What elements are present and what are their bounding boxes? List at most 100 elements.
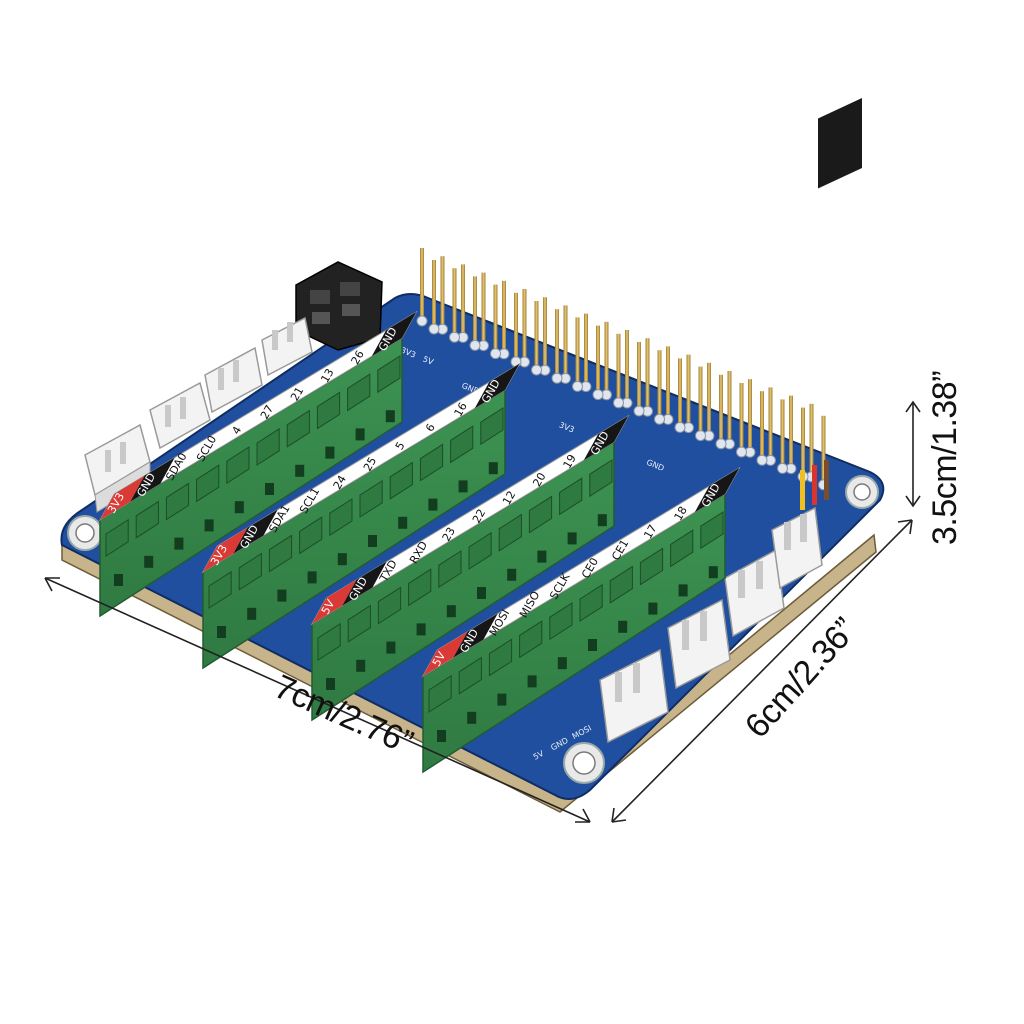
terminal-wire-hole bbox=[458, 480, 468, 493]
gpio-pin bbox=[625, 330, 629, 400]
power-label-cell bbox=[203, 527, 248, 572]
terminal-wire-hole bbox=[386, 641, 396, 654]
terminal-screw-slot bbox=[329, 498, 353, 537]
gpio-pin bbox=[719, 374, 723, 441]
mounting-hole bbox=[845, 475, 879, 509]
terminal-label: 5V bbox=[319, 597, 338, 616]
terminal-wire-hole bbox=[618, 620, 628, 633]
gpio-pin bbox=[760, 391, 764, 458]
gpio-pin bbox=[707, 362, 711, 433]
terminal-label: 16 bbox=[452, 400, 470, 419]
ground-label-cell bbox=[130, 457, 175, 502]
terminal-label: 24 bbox=[331, 473, 349, 492]
terminal-wire-hole bbox=[144, 555, 154, 568]
terminal-label: 25 bbox=[361, 455, 379, 474]
gpio-pin bbox=[780, 399, 785, 466]
terminal-screw-slot bbox=[438, 550, 462, 589]
gpio-pin bbox=[739, 383, 744, 449]
connector-left-1 bbox=[84, 423, 151, 513]
gpio-pin bbox=[575, 317, 580, 384]
terminal-screw-slot bbox=[579, 583, 603, 622]
terminal-screw-slot bbox=[165, 482, 190, 521]
gpio-pin bbox=[809, 403, 814, 474]
power-label-cell bbox=[100, 475, 145, 520]
servo-header bbox=[800, 98, 862, 510]
terminal-wire-hole bbox=[398, 516, 408, 529]
terminal-screw-slot bbox=[450, 425, 474, 464]
gpio-pin bbox=[821, 415, 826, 482]
terminal-screw-slot bbox=[317, 622, 341, 661]
gpio-pad bbox=[490, 348, 501, 360]
ground-label-cell bbox=[371, 312, 417, 357]
terminal-screw-slot bbox=[419, 443, 444, 482]
gpio-pin bbox=[543, 297, 547, 368]
terminal-wire-hole bbox=[217, 626, 226, 638]
terminal-label: 23 bbox=[440, 525, 458, 544]
gpio-pin bbox=[666, 346, 670, 417]
gpio-pad bbox=[654, 413, 665, 425]
gpio-pin bbox=[678, 358, 682, 425]
gpio-pin bbox=[473, 276, 477, 343]
terminal-label: 5V bbox=[430, 649, 449, 668]
gpio-pad bbox=[613, 397, 624, 409]
terminal-wire-hole bbox=[446, 605, 456, 618]
terminal-wire-hole bbox=[537, 550, 547, 563]
gpio-pin bbox=[727, 371, 732, 441]
terminal-screw-slot bbox=[549, 602, 573, 641]
gpio-pin bbox=[789, 395, 793, 466]
gpio-pad bbox=[674, 421, 686, 433]
gpio-pad bbox=[756, 454, 768, 466]
gpio-pin bbox=[534, 301, 539, 367]
terminal-screw-slot bbox=[238, 552, 262, 591]
gpio-pin bbox=[514, 292, 518, 359]
mounting-hole bbox=[563, 742, 605, 784]
terminal-wire-hole bbox=[295, 464, 305, 477]
gpio-pad bbox=[551, 372, 563, 384]
terminal-wire-hole bbox=[337, 553, 347, 566]
gpio-pad bbox=[695, 430, 706, 442]
gpio-pad bbox=[531, 364, 542, 376]
gpio-pin bbox=[502, 280, 506, 351]
terminal-screw-slot bbox=[408, 568, 432, 607]
terminal-wire-hole bbox=[588, 639, 597, 651]
gpio-pin bbox=[584, 313, 588, 384]
dimension-height-label: 3.5cm/1.38” bbox=[926, 371, 964, 545]
gpio-pin bbox=[432, 260, 436, 326]
terminal-screw-slot bbox=[458, 656, 482, 695]
terminal-label: 18 bbox=[672, 504, 690, 523]
terminal-screw-slot bbox=[377, 586, 402, 625]
connector-right-2 bbox=[667, 598, 731, 690]
terminal-screw-slot bbox=[468, 531, 492, 570]
terminal-screw-slot bbox=[528, 495, 553, 534]
terminal-wire-hole bbox=[488, 462, 498, 475]
gpio-pin bbox=[493, 284, 498, 351]
power-label-cell bbox=[423, 631, 468, 676]
gpio-pad bbox=[416, 315, 428, 327]
terminal-wire-hole bbox=[368, 535, 377, 547]
terminal-screw-slot bbox=[377, 355, 401, 394]
gpio-pin bbox=[420, 248, 424, 318]
terminal-wire-hole bbox=[497, 693, 507, 706]
terminal-wire-hole bbox=[114, 574, 123, 586]
terminal-screw-slot bbox=[208, 570, 232, 609]
terminal-wire-hole bbox=[708, 566, 718, 579]
terminal-label: 26 bbox=[349, 348, 367, 367]
terminal-label: 20 bbox=[530, 470, 548, 489]
ground-label-cell bbox=[453, 613, 498, 658]
gpio-pin bbox=[645, 338, 650, 409]
terminal-label: 27 bbox=[258, 403, 276, 422]
terminal-wire-hole bbox=[416, 623, 426, 636]
terminal-screw-slot bbox=[347, 373, 371, 412]
terminal-wire-hole bbox=[204, 519, 214, 532]
terminal-screw-slot bbox=[347, 604, 371, 643]
terminal-wire-hole bbox=[265, 483, 274, 495]
gpio-pin bbox=[461, 264, 465, 335]
terminal-wire-hole bbox=[557, 657, 567, 670]
gpio-pin bbox=[748, 379, 752, 450]
terminal-screw-slot bbox=[700, 511, 724, 550]
gpio-pin bbox=[563, 305, 568, 376]
terminal-screw-slot bbox=[480, 407, 504, 446]
terminal-screw-slot bbox=[359, 479, 383, 518]
